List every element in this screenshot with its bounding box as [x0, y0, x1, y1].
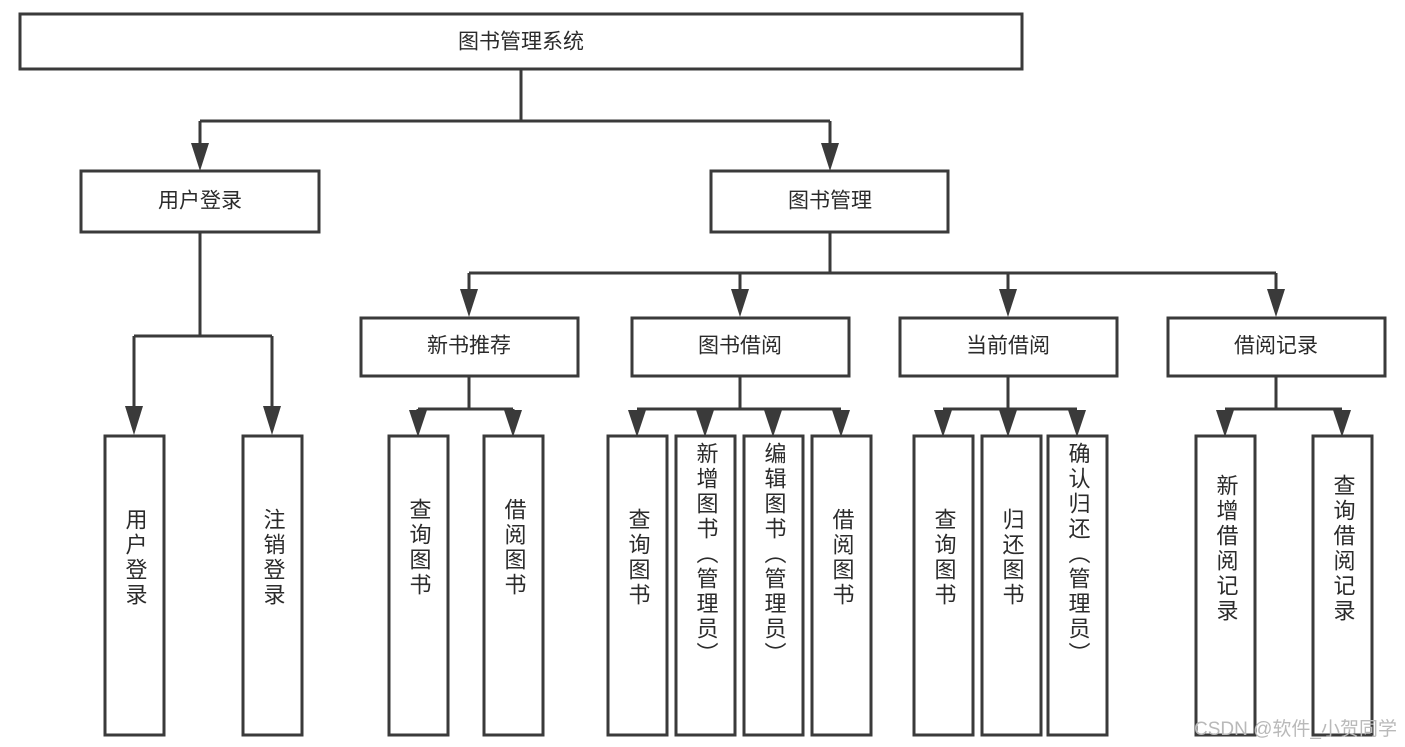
node-root-label: 图书管理系统 — [458, 31, 584, 54]
node-user-login-box[interactable] — [79, 169, 321, 234]
node-new-book-recommend[interactable]: 新书推荐 — [359, 316, 580, 378]
node-root[interactable]: 图书管理系统 — [18, 12, 1024, 71]
arrow-head-ul-leaf-0 — [125, 406, 143, 435]
connector-user-login-to-leaves — [125, 232, 281, 435]
leaf-box-ul-0[interactable] — [103, 434, 166, 737]
node-new-book-recommend-label: 新书推荐 — [427, 335, 511, 358]
arrow-head-cb-leaf-1 — [999, 410, 1017, 437]
leaf-box-cb-1[interactable] — [980, 434, 1043, 737]
node-user-login-label: 用户登录 — [158, 190, 242, 213]
arrow-head-bb-leaf-1 — [696, 410, 714, 437]
leaf-boxes-book-borrow — [606, 434, 873, 737]
leaf-box-bb-1[interactable] — [674, 434, 737, 737]
node-borrow-records[interactable]: 借阅记录 — [1166, 316, 1387, 378]
arrow-head-bb-leaf-3 — [832, 410, 850, 437]
arrow-head-bb-leaf-0 — [628, 410, 646, 437]
arrow-head-nb-leaf-1 — [504, 410, 522, 437]
leaf-box-nb-1[interactable] — [482, 434, 545, 737]
leaf-boxes-user-login — [103, 434, 304, 737]
arrow-head-br-leaf-0 — [1216, 410, 1234, 437]
leaf-box-br-0[interactable] — [1194, 434, 1257, 737]
connector-book-manage-to-level3 — [460, 232, 1285, 317]
node-root-box[interactable] — [18, 12, 1024, 71]
arrow-head-book-borrow — [731, 289, 749, 317]
leaf-boxes-new-book-recommend — [387, 434, 545, 737]
leaf-box-bb-3[interactable] — [810, 434, 873, 737]
arrow-head-nb-leaf-0 — [409, 410, 427, 437]
node-current-borrow-box[interactable] — [898, 316, 1119, 378]
leaf-box-cb-2[interactable] — [1046, 434, 1109, 737]
leaf-box-br-1[interactable] — [1311, 434, 1374, 737]
arrow-head-user-login — [191, 143, 209, 171]
node-book-manage-label: 图书管理 — [788, 190, 872, 213]
node-borrow-records-label: 借阅记录 — [1234, 335, 1318, 358]
leaf-box-nb-0[interactable] — [387, 434, 450, 737]
arrow-head-book-manage — [821, 143, 839, 171]
node-book-borrow-box[interactable] — [630, 316, 851, 378]
leaf-box-bb-2[interactable] — [742, 434, 805, 737]
connector-root-to-level2 — [191, 69, 839, 171]
node-borrow-records-box[interactable] — [1166, 316, 1387, 378]
arrow-head-br-leaf-1 — [1333, 410, 1351, 437]
arrow-head-new-book — [460, 289, 478, 317]
arrow-head-bb-leaf-2 — [764, 410, 782, 437]
leaf-boxes-current-borrow — [912, 434, 1109, 737]
leaf-box-bb-0[interactable] — [606, 434, 669, 737]
arrow-head-current-borrow — [999, 289, 1017, 317]
node-current-borrow-label: 当前借阅 — [966, 335, 1050, 358]
connector-book-borrow-to-leaves — [628, 376, 850, 437]
node-current-borrow[interactable]: 当前借阅 — [898, 316, 1119, 378]
node-book-borrow-label: 图书借阅 — [698, 335, 782, 358]
watermark-text: CSDN @软件_小贺同学 — [1194, 719, 1397, 740]
node-new-book-recommend-box[interactable] — [359, 316, 580, 378]
node-user-login[interactable]: 用户登录 — [79, 169, 321, 234]
leaf-boxes-borrow-records — [1194, 434, 1374, 737]
arrow-head-borrow-records — [1267, 289, 1285, 317]
arrow-head-ul-leaf-1 — [263, 406, 281, 435]
leaf-box-cb-0[interactable] — [912, 434, 975, 737]
leaf-box-ul-1[interactable] — [241, 434, 304, 737]
node-book-manage-box[interactable] — [709, 169, 950, 234]
arrow-head-cb-leaf-0 — [934, 410, 952, 437]
connector-current-borrow-to-leaves — [934, 376, 1086, 437]
node-book-borrow[interactable]: 图书借阅 — [630, 316, 851, 378]
arrow-head-cb-leaf-2 — [1068, 410, 1086, 437]
node-book-manage[interactable]: 图书管理 — [709, 169, 950, 234]
connector-new-book-to-leaves — [409, 376, 522, 437]
connector-borrow-records-to-leaves — [1216, 376, 1351, 437]
